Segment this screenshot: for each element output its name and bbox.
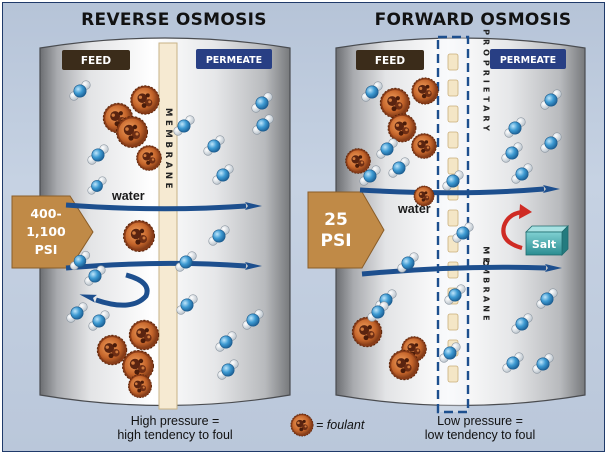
- fo-feed-label: FEED: [375, 55, 406, 67]
- ro-water-label: water: [111, 189, 145, 203]
- fo-permeate-tag: [490, 49, 566, 69]
- ro-water-arrow-bottom: [65, 260, 247, 271]
- ro-permeate-tag: [196, 49, 272, 69]
- ro-feed-tag: [62, 50, 130, 70]
- ro-permeate-label: PERMEATE: [206, 55, 262, 66]
- fo-caption-line-2: low tendency to foul: [424, 428, 536, 442]
- ro-reject-arrow: [95, 272, 150, 308]
- ro-feed-label: FEED: [81, 55, 112, 67]
- forward-osmosis-title: FORWARD OSMOSIS: [374, 10, 572, 30]
- fo-pressure-line-1: 25: [324, 210, 348, 230]
- ro-caption: High pressure = high tendency to foul: [70, 414, 280, 442]
- fo-salt-return-arrow: [501, 209, 523, 251]
- fo-membrane-label-2: MEMBRANE: [482, 246, 491, 324]
- ro-pressure-arrow: [11, 195, 94, 269]
- fo-salt-label: Salt: [532, 238, 556, 251]
- ro-membrane-letters: MEMBRANE: [163, 108, 173, 192]
- ro-pressure-line-3: PSI: [35, 242, 58, 257]
- ro-caption-line-1: High pressure =: [130, 414, 220, 428]
- fo-membrane-label-connector: O: [483, 259, 490, 268]
- foulant-legend: = foulant: [292, 412, 402, 442]
- fo-water-arrow-bottom: [361, 264, 547, 277]
- fo-caption: Low pressure = low tendency to foul: [380, 414, 580, 442]
- ro-pressure-line-1: 400-: [30, 206, 61, 221]
- forward-osmosis-panel: FEED PERMEATE PROPRIETARY: [307, 29, 586, 414]
- foulant-legend-label: = foulant: [316, 418, 365, 432]
- fo-membrane-label-1: PROPRIETARY: [482, 29, 491, 135]
- ro-membrane: [158, 42, 178, 410]
- fo-feed-tag: [356, 50, 424, 70]
- reverse-osmosis-panel: FEED PERMEATE MEMBRANE 400- 1,100 PSI wa…: [11, 37, 291, 410]
- fo-water-arrow-top: [359, 186, 545, 196]
- ro-water-arrow-top: [65, 202, 247, 212]
- ro-caption-line-2: high tendency to foul: [117, 428, 233, 442]
- reverse-osmosis-title: REVERSE OSMOSIS: [81, 10, 267, 30]
- fo-caption-line-1: Low pressure =: [437, 414, 523, 428]
- fo-pressure-line-2: PSI: [320, 231, 351, 251]
- fo-permeate-label: PERMEATE: [500, 55, 556, 66]
- ro-membrane-label: MEMBRANE: [163, 108, 173, 192]
- curved-arrow-icon: [519, 204, 532, 219]
- ro-pressure-line-2: 1,100: [26, 224, 66, 239]
- fo-pressure-arrow: [307, 191, 385, 269]
- salt-icon: [525, 225, 569, 256]
